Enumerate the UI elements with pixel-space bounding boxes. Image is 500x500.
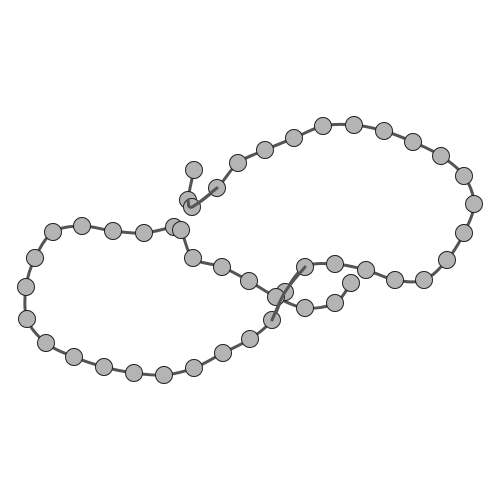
bead-36 — [73, 217, 91, 235]
bead-29 — [95, 358, 113, 376]
bead-17 — [415, 271, 433, 289]
bead-19 — [357, 261, 375, 279]
bead-41 — [184, 249, 202, 267]
bead-33 — [17, 278, 35, 296]
bead-45 — [296, 299, 314, 317]
bead-16 — [438, 251, 456, 269]
bead-47 — [342, 274, 360, 292]
bead-1 — [185, 161, 203, 179]
bead-5 — [229, 154, 247, 172]
bead-26 — [185, 359, 203, 377]
bead-28 — [125, 364, 143, 382]
bead-37 — [104, 222, 122, 240]
chain-crossing-over — [270, 265, 307, 322]
bead-8 — [314, 117, 332, 135]
bead-32 — [18, 310, 36, 328]
bead-46 — [326, 294, 344, 312]
bead-35 — [44, 223, 62, 241]
bead-20 — [326, 255, 344, 273]
bead-42 — [213, 258, 231, 276]
bead-34 — [26, 249, 44, 267]
bead-7 — [285, 129, 303, 147]
bead-9 — [345, 116, 363, 134]
bead-27 — [155, 366, 173, 384]
bead-18 — [386, 271, 404, 289]
bead-38 — [135, 224, 153, 242]
bead-24 — [241, 330, 259, 348]
bead-43 — [240, 272, 258, 290]
bead-11 — [404, 133, 422, 151]
bead-10 — [375, 122, 393, 140]
bead-15 — [455, 224, 473, 242]
bead-25 — [214, 344, 232, 362]
bead-14 — [465, 195, 483, 213]
bead-31 — [37, 334, 55, 352]
bead-6 — [256, 141, 274, 159]
chain-crossing-over — [186, 186, 219, 209]
bead-40 — [172, 221, 190, 239]
bead-12 — [432, 147, 450, 165]
bead-30 — [65, 348, 83, 366]
bead-13 — [455, 167, 473, 185]
